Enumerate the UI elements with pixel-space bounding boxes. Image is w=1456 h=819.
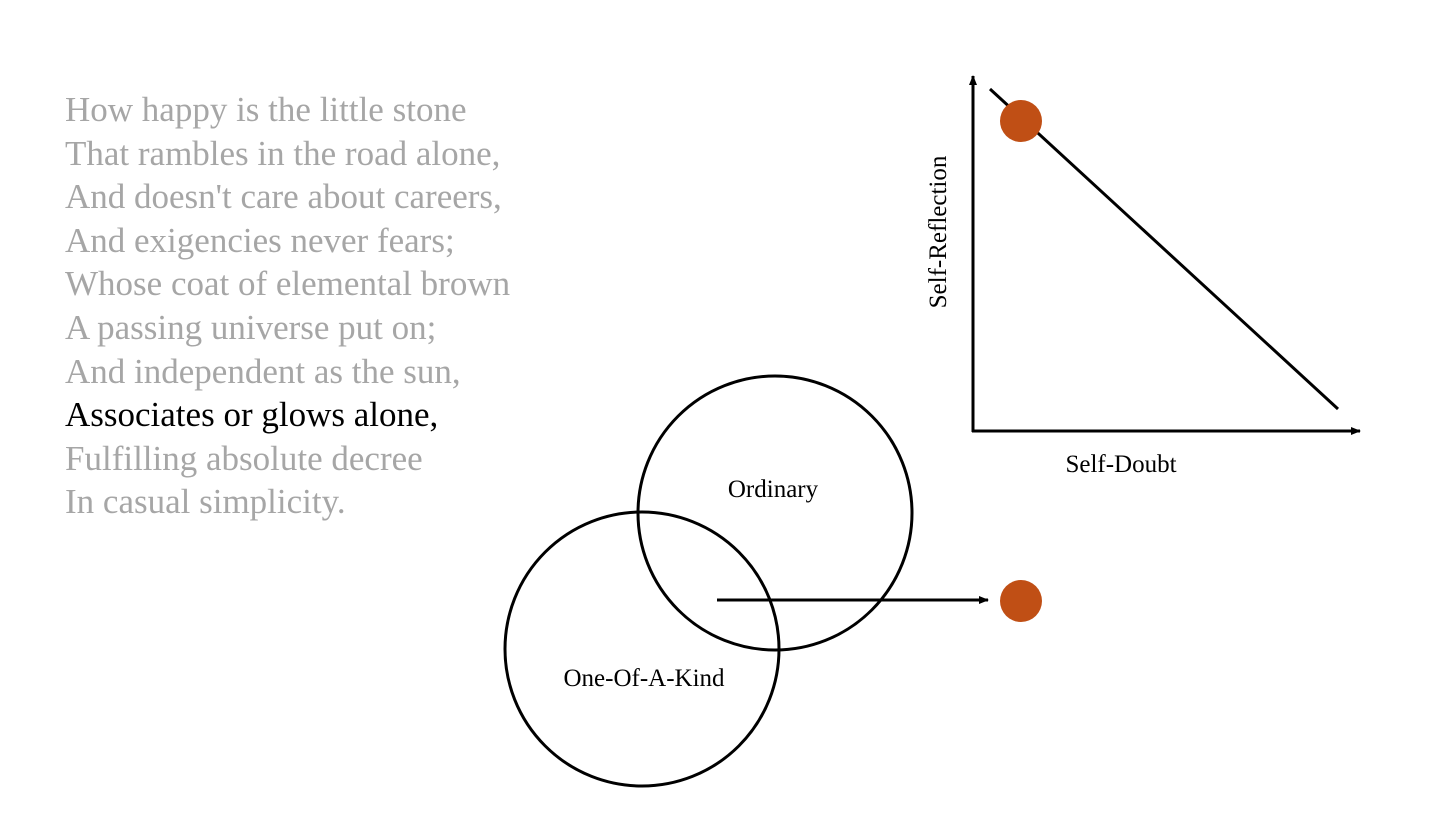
poem-line: In casual simplicity. (65, 482, 346, 522)
venn-result-dot (1000, 580, 1042, 622)
poem-line: Associates or glows alone, (65, 395, 439, 435)
graph-point (1000, 100, 1042, 142)
y-axis-label: Self-Reflection (925, 155, 952, 308)
venn-label-one-of-a-kind: One-Of-A-Kind (563, 665, 725, 692)
poem: How happy is the little stone That rambl… (65, 88, 510, 524)
poem-line: And doesn't care about careers, (65, 177, 502, 217)
poem-line: Whose coat of elemental brown (65, 264, 511, 304)
venn-circle-one-of-a-kind (503, 510, 781, 788)
graph: Self-Doubt Self-Reflection (925, 75, 1361, 478)
venn-label-ordinary: Ordinary (728, 476, 819, 503)
venn-diagram: Ordinary One-Of-A-Kind (503, 374, 1042, 788)
poem-line: That rambles in the road alone, (65, 133, 501, 173)
trend-line (988, 87, 1340, 411)
poem-line: And exigencies never fears; (65, 220, 455, 260)
poem-line: Fulfilling absolute decree (65, 438, 423, 478)
x-axis-label: Self-Doubt (1065, 451, 1176, 478)
poem-line: A passing universe put on; (65, 307, 437, 347)
poem-line: And independent as the sun, (65, 351, 461, 391)
poem-line: How happy is the little stone (65, 90, 467, 129)
venn-circle-ordinary (636, 374, 914, 652)
